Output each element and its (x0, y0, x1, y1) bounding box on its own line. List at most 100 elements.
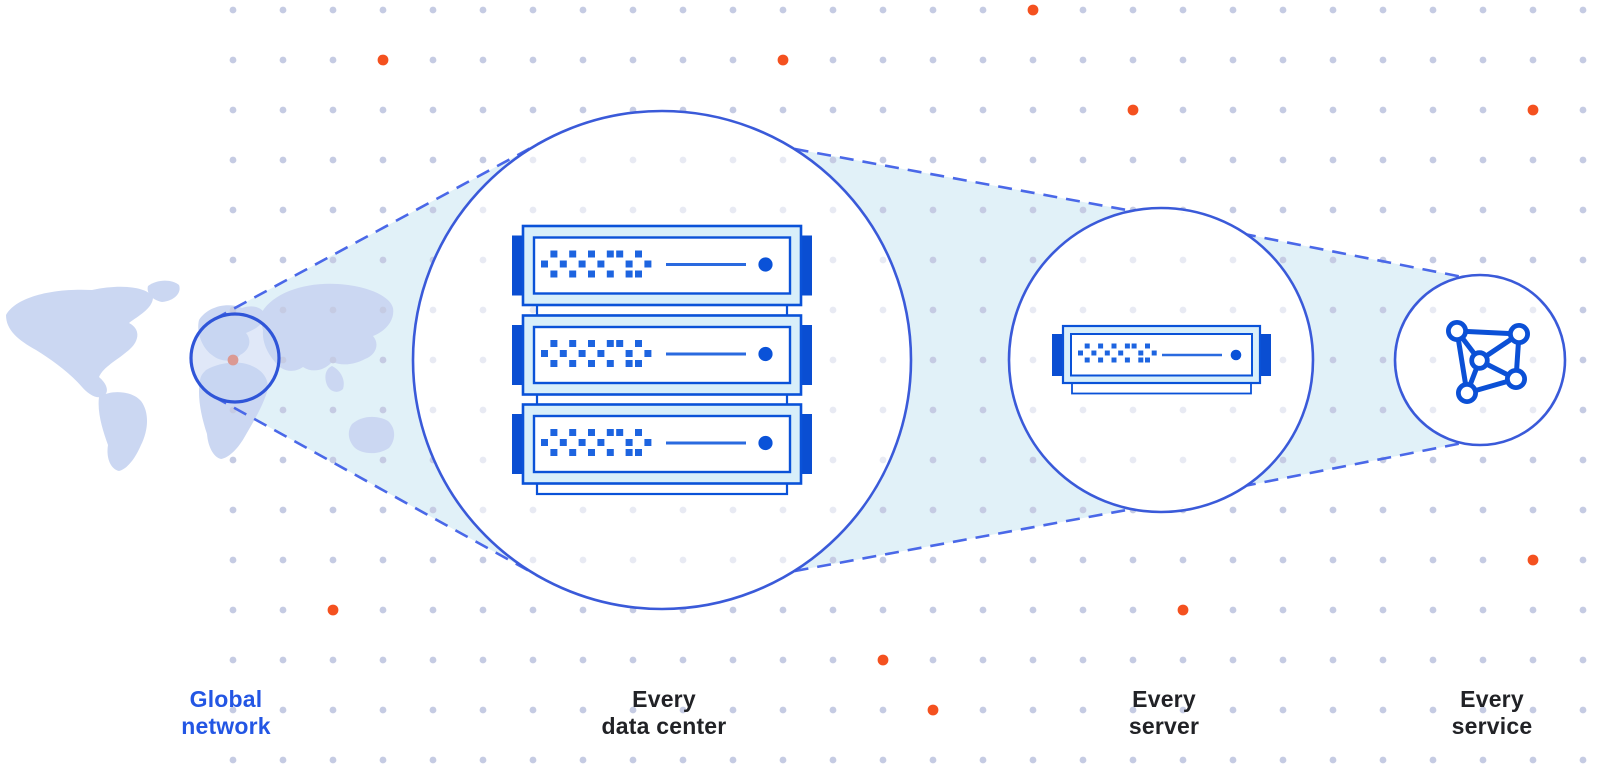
grid-dot (879, 756, 887, 764)
grid-dot (929, 406, 937, 414)
server-vent-square (569, 360, 577, 367)
grid-dot (929, 106, 937, 114)
network-node (1456, 381, 1479, 404)
grid-dot (979, 256, 987, 264)
grid-dot (429, 706, 437, 714)
server-tab-left (512, 414, 523, 474)
server-vent-square (541, 260, 548, 268)
grid-dot (1579, 156, 1587, 164)
grid-dot (1329, 656, 1337, 664)
grid-dot (1429, 156, 1437, 164)
grid-dot (1329, 156, 1337, 164)
grid-dot (679, 656, 687, 664)
grid-dot (1179, 656, 1187, 664)
grid-dot (1329, 506, 1337, 514)
server-vent-square (550, 250, 558, 258)
grid-dot-faint (429, 306, 437, 314)
server-vent-square (1131, 343, 1137, 349)
grid-dot (479, 106, 487, 114)
grid-dot (1379, 106, 1387, 114)
grid-dot-faint (1079, 256, 1087, 264)
server-vent-square (1118, 350, 1124, 356)
grid-dot (1429, 456, 1437, 464)
label-line: Every (1460, 686, 1524, 712)
grid-dot (1529, 156, 1537, 164)
server-vent-square (1098, 343, 1104, 349)
server-icon (1052, 324, 1271, 395)
grid-dot (1179, 156, 1187, 164)
grid-dot (379, 556, 387, 564)
grid-dot (429, 156, 437, 164)
grid-dot (329, 6, 337, 14)
grid-dot-faint (1229, 406, 1237, 414)
grid-dot (379, 706, 387, 714)
grid-dot (1329, 606, 1337, 614)
grid-dot (829, 106, 837, 114)
grid-dot-faint (629, 206, 637, 214)
grid-dot (1579, 356, 1587, 364)
orange-dot (1127, 104, 1139, 116)
label-every-service: Every service (1392, 686, 1592, 740)
grid-dot (1479, 556, 1487, 564)
grid-dot (579, 56, 587, 64)
grid-dot-faint (429, 356, 437, 364)
grid-dot-faint (1029, 306, 1037, 314)
server-vent-square (588, 250, 595, 258)
grid-dot (1579, 506, 1587, 514)
network-icon (1446, 319, 1531, 404)
server-vent-square (1145, 357, 1150, 363)
grid-dot-faint (629, 156, 637, 164)
grid-dot (1479, 206, 1487, 214)
grid-dot (1529, 6, 1537, 14)
grid-dot (1079, 6, 1087, 14)
grid-dot (1229, 106, 1237, 114)
grid-dot-faint (1079, 306, 1087, 314)
server-vent-square (606, 250, 614, 258)
grid-dot-faint (1429, 406, 1437, 414)
grid-dot (1579, 56, 1587, 64)
grid-dot (279, 156, 287, 164)
grid-dot-faint (879, 306, 887, 314)
server-vent-square (625, 360, 633, 367)
server-vent-square (541, 350, 548, 357)
grid-dot-faint (479, 456, 487, 464)
grid-dot (679, 56, 687, 64)
grid-dot (279, 606, 287, 614)
grid-dot (1129, 706, 1137, 714)
grid-dot (379, 456, 387, 464)
grid-dot-faint (729, 506, 737, 514)
grid-dot (329, 406, 337, 414)
grid-dot (929, 656, 937, 664)
server-vent-square (550, 429, 558, 436)
server-vent-square (550, 270, 558, 278)
grid-dot (979, 56, 987, 64)
grid-dot-faint (1129, 256, 1137, 264)
server-vent-square (625, 350, 633, 357)
grid-dot (829, 656, 837, 664)
grid-dot (1029, 56, 1037, 64)
grid-dot-faint (1529, 306, 1537, 314)
grid-dot (929, 6, 937, 14)
grid-dot (1079, 556, 1087, 564)
server-tab-left (512, 235, 523, 296)
grid-dot (879, 506, 887, 514)
grid-dot-faint (879, 456, 887, 464)
grid-dot (479, 606, 487, 614)
server-vent-square (559, 260, 567, 268)
grid-dot (1529, 56, 1537, 64)
server-tab-right (801, 414, 812, 474)
label-line: server (1128, 713, 1200, 739)
grid-dot (779, 606, 787, 614)
grid-dot (1279, 606, 1287, 614)
grid-dot (1029, 206, 1037, 214)
grid-dot-faint (579, 506, 587, 514)
grid-dot (1329, 306, 1337, 314)
grid-dot (579, 106, 587, 114)
dashed-line (213, 395, 544, 580)
grid-dot (329, 56, 337, 64)
grid-dot (1179, 106, 1187, 114)
grid-dot (229, 756, 237, 764)
grid-dot (379, 756, 387, 764)
grid-dot (479, 6, 487, 14)
grid-dot (1179, 6, 1187, 14)
